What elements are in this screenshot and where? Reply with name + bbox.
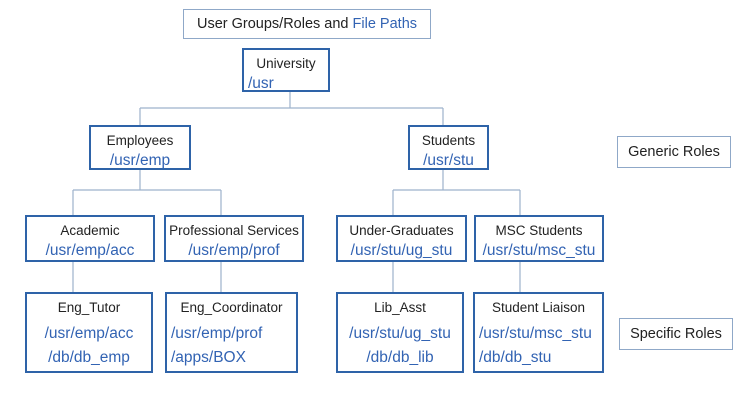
node-name: University — [256, 56, 316, 71]
node-msc-students: MSC Students /usr/stu/msc_stu — [474, 215, 604, 262]
title-text: User Groups/Roles and — [196, 16, 353, 32]
node-path: /usr/emp — [109, 152, 171, 169]
node-path: /usr/emp/prof — [171, 325, 263, 342]
node-name: Academic — [60, 223, 120, 238]
node-path: /usr/stu/msc_stu — [482, 242, 596, 259]
node-path: /usr/stu/msc_stu — [479, 325, 592, 342]
node-path: /usr/stu — [423, 152, 474, 169]
node-path: /usr/emp/acc — [45, 242, 135, 259]
node-students: Students /usr/stu — [408, 125, 489, 170]
specific-roles-label: Specific Roles — [619, 318, 733, 350]
diagram-title: User Groups/Roles and File Paths — [183, 9, 431, 39]
node-eng-coordinator: Eng_Coordinator /usr/emp/prof /apps/BOX — [165, 292, 298, 373]
node-university: University /usr — [242, 48, 330, 92]
node-path: /usr/stu/ug_stu — [349, 325, 451, 342]
node-employees: Employees /usr/emp — [89, 125, 191, 170]
node-under-graduates: Under-Graduates /usr/stu/ug_stu — [336, 215, 467, 262]
node-lib-asst: Lib_Asst /usr/stu/ug_stu /db/db_lib — [336, 292, 464, 373]
node-name: Employees — [106, 133, 174, 148]
node-name: MSC Students — [495, 223, 583, 238]
node-path: /db/db_lib — [366, 349, 434, 366]
node-academic: Academic /usr/emp/acc — [25, 215, 155, 262]
node-name: Lib_Asst — [374, 300, 426, 315]
node-professional-services: Professional Services /usr/emp/prof — [164, 215, 304, 262]
node-path: /usr/stu/ug_stu — [350, 242, 453, 259]
title-highlight: File Paths — [352, 16, 418, 32]
node-path: /db/db_emp — [48, 349, 130, 366]
node-path: /usr/emp/prof — [188, 242, 280, 259]
node-path: /db/db_stu — [479, 349, 552, 366]
generic-roles-label: Generic Roles — [617, 136, 731, 168]
node-path: /apps/BOX — [171, 349, 246, 366]
node-student-liaison: Student Liaison /usr/stu/msc_stu /db/db_… — [473, 292, 604, 373]
node-name: Professional Services — [169, 223, 299, 238]
node-name: Eng_Coordinator — [180, 300, 283, 315]
node-name: Eng_Tutor — [57, 300, 121, 315]
node-name: Students — [421, 133, 476, 148]
node-name: Under-Graduates — [349, 223, 454, 238]
node-path: /usr/emp/acc — [44, 325, 134, 342]
node-name: Student Liaison — [491, 300, 586, 315]
node-path: /usr — [248, 75, 274, 92]
node-eng-tutor: Eng_Tutor /usr/emp/acc /db/db_emp — [25, 292, 153, 373]
